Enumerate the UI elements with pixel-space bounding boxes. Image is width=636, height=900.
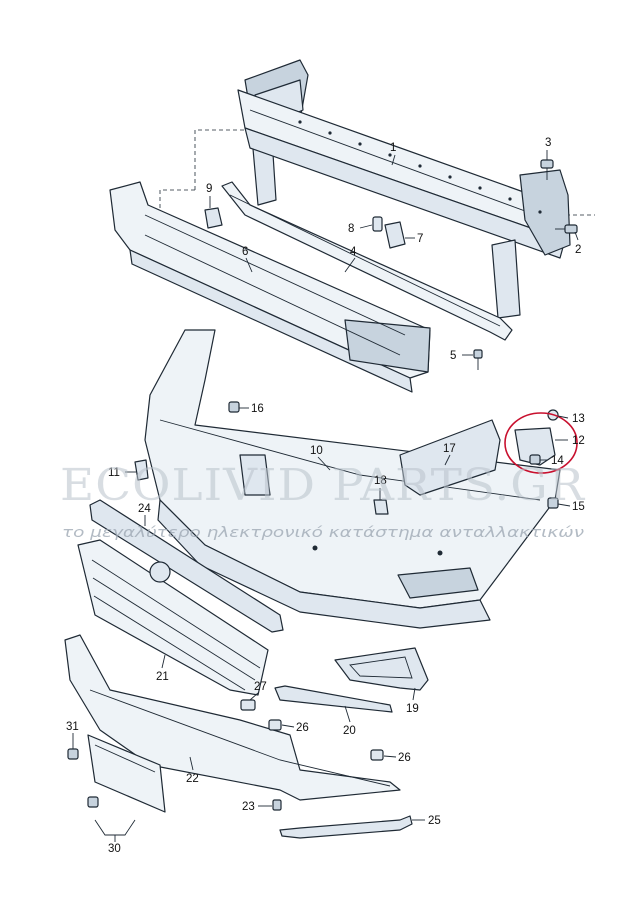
- callout-6: 6: [242, 246, 248, 258]
- part-12-guide: [514, 427, 556, 466]
- callout-17: 17: [443, 443, 456, 455]
- part-4-strip: [221, 181, 513, 341]
- part-23-screw: [272, 799, 282, 811]
- callout-27: 27: [254, 681, 267, 693]
- callout-5: 5: [450, 350, 456, 362]
- callout-4: 4: [350, 246, 357, 258]
- part-2-bolt: [555, 224, 578, 234]
- watermark-title: ECOLIVID PARTS.GR: [60, 460, 586, 511]
- callout-25: 25: [428, 815, 441, 827]
- callout-26a: 26: [296, 722, 309, 734]
- part-25-lower-trim: [279, 815, 413, 839]
- part-9-clip: [204, 207, 223, 229]
- callout-2: 2: [575, 244, 581, 256]
- part-15-screw: [547, 497, 559, 509]
- callout-11: 11: [108, 467, 120, 479]
- part-5-bolt: [473, 349, 483, 370]
- part-31-screw: [67, 748, 79, 760]
- callout-1: 1: [390, 142, 396, 154]
- callout-13: 13: [572, 413, 585, 425]
- part-10-bumper-cover: [144, 329, 561, 629]
- callout-7: 7: [417, 233, 423, 245]
- part-8-stud: [372, 216, 383, 232]
- callout-30: 30: [108, 843, 121, 855]
- callout-8: 8: [348, 223, 354, 235]
- part-31-screw-b: [87, 796, 99, 808]
- callouts: 1 2 3 4 5 6 7 8 9 10 11 12 13 14 15 16 1…: [66, 137, 585, 855]
- callout-24: 24: [138, 503, 151, 515]
- part-11-mount: [134, 459, 149, 481]
- part-18-clip: [373, 499, 389, 515]
- part-6-energy-absorber: [109, 181, 431, 393]
- callout-15: 15: [572, 501, 585, 513]
- callout-23: 23: [242, 801, 255, 813]
- part-22-lower-spoiler: [64, 634, 401, 801]
- part-16-screw: [228, 401, 240, 413]
- part-26-clip-b: [370, 749, 384, 761]
- highlight-circle: [504, 412, 578, 474]
- watermark: ECOLIVID PARTS.GR το μεγαλύτερο ηλεκτρον…: [60, 460, 586, 541]
- part-17-side-bracket: [399, 419, 501, 496]
- callout-10: 10: [310, 445, 323, 457]
- part-26-clip-a: [268, 719, 282, 731]
- callout-3: 3: [545, 137, 551, 149]
- callout-19: 19: [406, 703, 419, 715]
- callout-26b: 26: [398, 752, 411, 764]
- callout-16: 16: [251, 403, 264, 415]
- callout-20: 20: [343, 725, 356, 737]
- callout-12: 12: [572, 435, 585, 447]
- callout-21: 21: [156, 671, 169, 683]
- callout-22: 22: [186, 773, 199, 785]
- callout-9: 9: [206, 183, 212, 195]
- part-1-impact-beam: [237, 59, 571, 319]
- watermark-subtitle: το μεγαλύτερο ηλεκτρονικό κατάστημα αντα…: [62, 525, 584, 541]
- part-7-bracket: [384, 221, 406, 249]
- callout-18: 18: [374, 475, 387, 487]
- part-30-plate-bracket: [87, 734, 166, 813]
- part-21-radiator-grille: [77, 539, 269, 696]
- part-19-fog-trim: [334, 647, 429, 691]
- part-24-grille-moulding: [89, 499, 284, 633]
- callout-14: 14: [551, 455, 564, 467]
- part-14-nut: [529, 454, 541, 465]
- part-27-clip: [240, 699, 256, 711]
- callout-31: 31: [66, 721, 79, 733]
- leader-lines: [72, 150, 579, 842]
- part-20-trim-strip: [274, 685, 393, 713]
